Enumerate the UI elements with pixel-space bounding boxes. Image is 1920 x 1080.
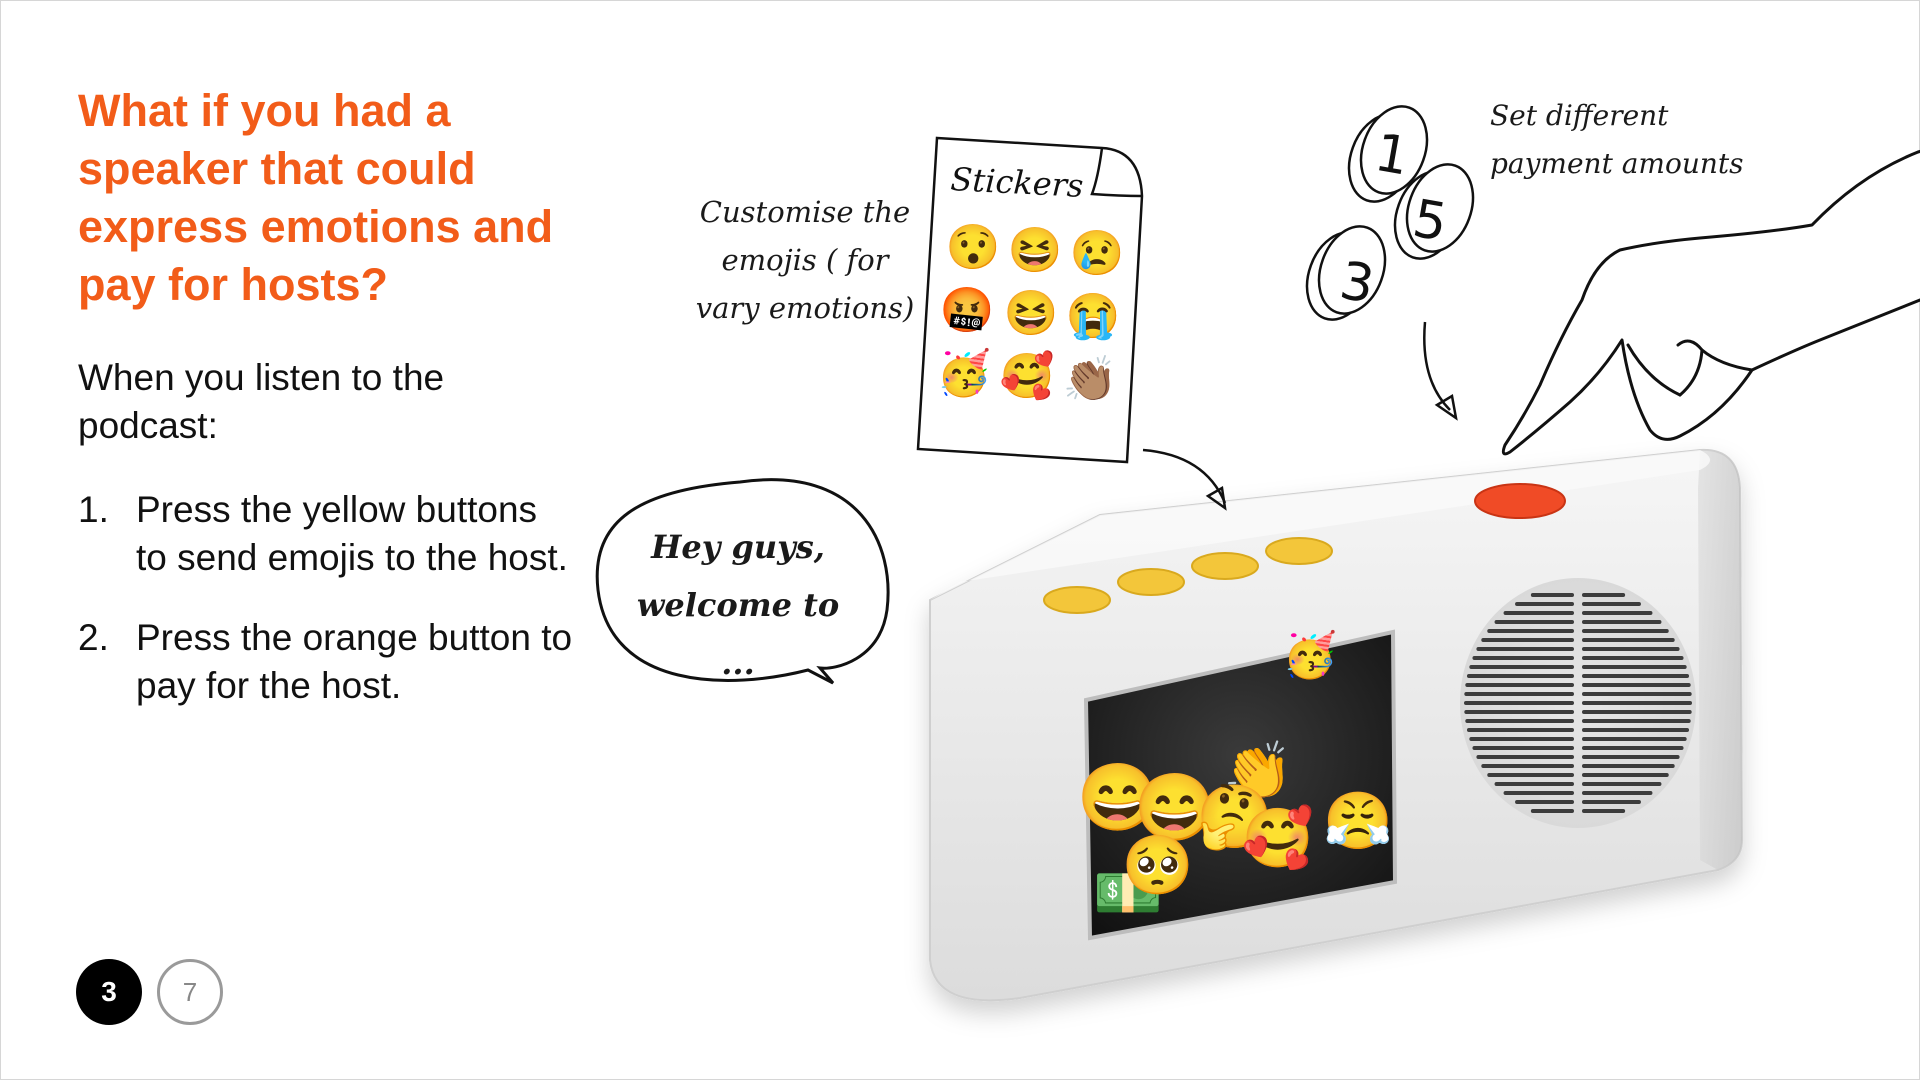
screen-emoji-layer: 🥳👏😄😄🤔🥰😤💵🥺 (1077, 628, 1393, 924)
sticker-emoji-4: 😆 (1004, 289, 1059, 338)
screen-emoji-1: 👏 (1223, 739, 1293, 802)
current-page-indicator[interactable]: 3 (76, 959, 142, 1025)
coin: 5 (1393, 163, 1475, 260)
sticker-emoji-2: 😢 (1070, 229, 1125, 278)
speech-line: welcome to ... (636, 586, 840, 682)
step-number: 2. (78, 617, 109, 658)
sticker-title: Stickers (950, 160, 1085, 205)
intro-text: When you listen to the podcast: (78, 357, 445, 446)
slide-title: What if you had a speaker that could exp… (78, 85, 554, 310)
yellow-button[interactable] (1043, 586, 1111, 614)
step-item: 2. Press the orange button to pay for th… (78, 614, 578, 710)
orange-pay-button[interactable] (1474, 483, 1566, 519)
speech-line: Hey guys, (651, 528, 825, 566)
coin: 3 (1305, 225, 1387, 321)
yellow-button[interactable] (1117, 568, 1185, 596)
steps-list: 1. Press the yellow buttons to send emoj… (78, 486, 578, 742)
payment-amounts-note: Set different payment amounts (1490, 99, 1744, 180)
coins: 5 1 3 (1305, 105, 1475, 321)
emoji-buttons[interactable] (1043, 537, 1333, 614)
yellow-button[interactable] (1191, 552, 1259, 580)
screen-emoji-0: 🥳 (1283, 628, 1338, 680)
screen-emoji-2: 😄 (1077, 760, 1159, 834)
sticker-emoji-3: 🤬 (940, 286, 995, 335)
pointing-hand-icon (1501, 149, 1920, 456)
sticker-emoji-1: 😆 (1008, 226, 1063, 275)
screen-emoji-8: 🥺 (1122, 833, 1194, 898)
screen-emoji-5: 🥰 (1242, 803, 1314, 871)
arrow-icon (1142, 321, 1458, 511)
sticker-grid: 😯😆😢🤬😆😭🥳🥰👏🏽 (937, 223, 1125, 404)
screen-emoji-4: 🤔 (1196, 783, 1273, 852)
sticker-emoji-0: 😯 (946, 223, 1001, 272)
coin: 1 (1347, 105, 1429, 203)
speech-bubble (595, 478, 890, 685)
sticker-sheet: Stickers (916, 136, 1144, 464)
screen-emoji-6: 😤 (1323, 789, 1393, 852)
customise-emojis-note: Customise the emojis ( for vary emotions… (695, 195, 915, 325)
speaker-grill (1460, 578, 1696, 828)
screen-emoji-7: 💵 (1093, 861, 1163, 924)
step-number: 1. (78, 489, 109, 530)
yellow-button[interactable] (1265, 537, 1333, 565)
screen-emoji-3: 😄 (1134, 770, 1216, 844)
speech-text: Hey guys, welcome to ... (618, 518, 858, 692)
step-item: 1. Press the yellow buttons to send emoj… (78, 486, 578, 582)
sticker-emoji-8: 👏🏽 (1063, 354, 1118, 404)
sticker-emoji-6: 🥳 (937, 346, 992, 398)
device-screen (1083, 629, 1398, 941)
total-pages-indicator[interactable]: 7 (157, 959, 223, 1025)
sticker-emoji-7: 🥰 (1000, 349, 1055, 401)
step-text: Press the orange button to pay for the h… (136, 617, 573, 706)
step-text: Press the yellow buttons to send emojis … (136, 489, 568, 578)
sticker-emoji-5: 😭 (1066, 292, 1121, 341)
